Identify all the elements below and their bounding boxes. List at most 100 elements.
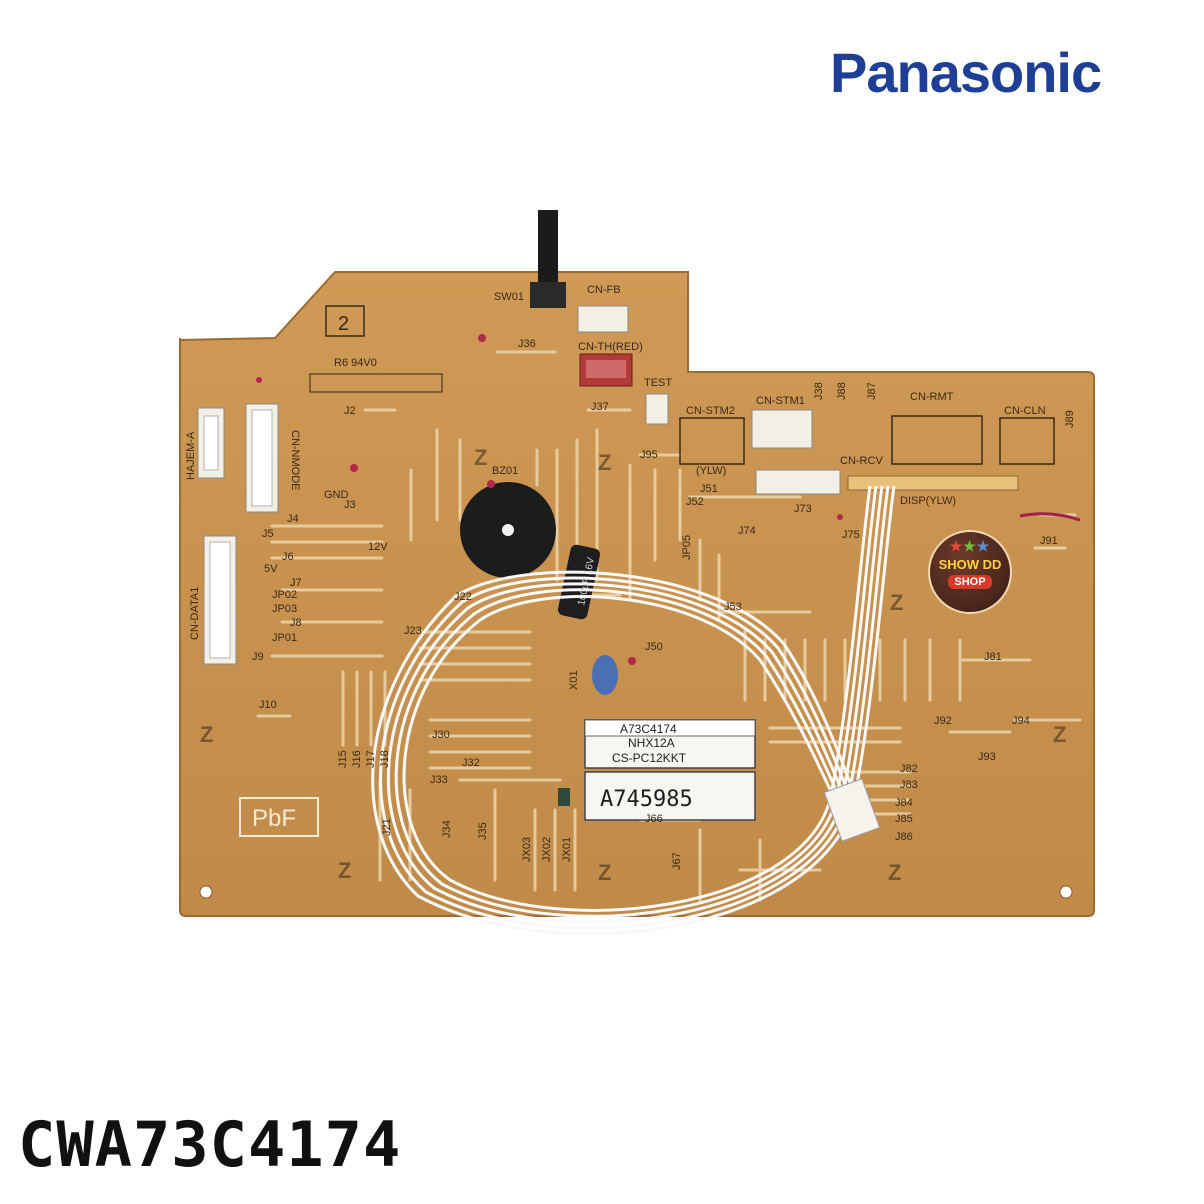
silk-box-2 xyxy=(325,305,365,337)
silk-jx01: JX01 xyxy=(561,837,573,862)
connector-test xyxy=(645,393,669,425)
mounting-hole-left xyxy=(199,885,213,899)
silk-jp02: JP02 xyxy=(272,589,297,601)
connector-cn-stm2 xyxy=(679,417,745,465)
silk-j7: J7 xyxy=(290,577,302,589)
capacitor xyxy=(557,544,601,620)
silk-j17: J17 xyxy=(365,750,377,768)
resonator-x01 xyxy=(592,655,618,695)
sticker-line3: CS-PC12KKT xyxy=(612,751,687,765)
silk-j95: J95 xyxy=(640,449,658,461)
svg-text:Z: Z xyxy=(474,445,487,470)
silk-j23: J23 xyxy=(404,625,422,637)
silk-j84: J84 xyxy=(895,797,913,809)
silk-j10: J10 xyxy=(259,699,277,711)
connector-cn-fb xyxy=(577,305,629,333)
svg-text:Z: Z xyxy=(1053,722,1066,747)
silk-j2: J2 xyxy=(344,405,356,417)
connector-cn-stm1 xyxy=(751,409,813,449)
wire-connector-end xyxy=(823,778,881,842)
silk-j36: J36 xyxy=(518,338,536,350)
silk-j67: J67 xyxy=(671,852,683,870)
silk-cn-data1: CN-DATA1 xyxy=(189,587,201,640)
silk-j34: J34 xyxy=(441,820,453,838)
silk-cn-nmode: CN-NMODE xyxy=(289,430,301,491)
silk-disp: DISP(YLW) xyxy=(900,495,956,507)
silk-j30: J30 xyxy=(432,729,450,741)
silk-cn-fb: CN-FB xyxy=(587,284,621,296)
silk-number-2: 2 xyxy=(338,313,349,335)
silk-j5: J5 xyxy=(262,528,274,540)
silk-cn-rmt: CN-RMT xyxy=(910,391,954,403)
silk-j15: J15 xyxy=(337,750,349,768)
silk-bz01: BZ01 xyxy=(492,465,518,477)
connector-cn-rmt xyxy=(891,415,983,465)
connector-cn-nmode xyxy=(245,403,279,513)
badge-line1: SHOW DD xyxy=(938,557,1002,572)
silk-j22: J22 xyxy=(454,591,472,603)
silk-sw01: SW01 xyxy=(494,291,524,303)
svg-text:Z: Z xyxy=(200,722,213,747)
silk-date-grid xyxy=(309,373,443,393)
silk-j4: J4 xyxy=(287,513,299,525)
silk-jp01: JP01 xyxy=(272,632,297,644)
silk-j82: J82 xyxy=(900,763,918,775)
mounting-hole-right xyxy=(1059,885,1073,899)
silk-pbf: PbF xyxy=(252,805,296,832)
silk-j89: J89 xyxy=(1064,410,1076,428)
svg-text:Z: Z xyxy=(890,590,903,615)
silk-j38: J38 xyxy=(813,382,825,400)
silk-x01: X01 xyxy=(568,670,580,690)
silk-jp05: JP05 xyxy=(681,535,693,560)
silk-j73: J73 xyxy=(794,503,812,515)
switch-sw01 xyxy=(530,210,566,308)
ink-dots xyxy=(256,334,843,665)
silk-jp03: JP03 xyxy=(272,603,297,615)
silk-12v: 12V xyxy=(368,541,388,553)
silk-j6: J6 xyxy=(282,551,294,563)
silk-j18: J18 xyxy=(379,750,391,768)
serial-sticker xyxy=(584,771,756,821)
silk-j83: J83 xyxy=(900,779,918,791)
silk-cn-stm1: CN-STM1 xyxy=(756,395,805,407)
badge-line2: SHOP xyxy=(948,575,992,589)
connector-cn-th xyxy=(579,353,633,387)
silk-j81: J81 xyxy=(984,651,1002,663)
silk-j16: J16 xyxy=(351,750,363,768)
brand-logo: Panasonic xyxy=(830,41,1102,104)
silk-j66: J66 xyxy=(645,813,663,825)
connector-cn-cln xyxy=(999,417,1055,465)
silk-j86: J86 xyxy=(895,831,913,843)
silk-gnd: GND xyxy=(324,489,349,501)
silk-cn-rcv: CN-RCV xyxy=(840,455,883,467)
silk-j93: J93 xyxy=(978,751,996,763)
silk-j52: J52 xyxy=(686,496,704,508)
silk-j9: J9 xyxy=(252,651,264,663)
sticker-line2: NHX12A xyxy=(628,736,675,750)
silk-j8: J8 xyxy=(290,617,302,629)
silk-cn-stm2: CN-STM2 xyxy=(686,405,735,417)
silk-5v: 5V xyxy=(264,563,278,575)
part-code: CWA73C4174 xyxy=(18,1108,402,1181)
silk-pbf-box xyxy=(239,797,319,837)
connector-cn-rcv xyxy=(755,469,841,495)
silk-j94: J94 xyxy=(1012,715,1030,727)
silk-j85: J85 xyxy=(895,813,913,825)
silk-j53: J53 xyxy=(724,601,742,613)
connector-disp xyxy=(847,475,1019,491)
svg-text:Z: Z xyxy=(598,860,611,885)
red-marker-line xyxy=(1019,512,1081,522)
silk-ylw: (YLW) xyxy=(696,465,726,477)
svg-text:Z: Z xyxy=(338,858,351,883)
silk-j74: J74 xyxy=(738,525,756,537)
silk-ul: R6 94V0 xyxy=(334,357,377,369)
svg-text:Z: Z xyxy=(888,860,901,885)
silk-cn-th: CN-TH(RED) xyxy=(578,341,643,353)
silk-test: TEST xyxy=(644,377,672,389)
shop-badge: ★★★ SHOW DD SHOP xyxy=(928,530,1012,614)
silk-j33: J33 xyxy=(430,774,448,786)
star-icons: ★★★ xyxy=(949,538,991,554)
silk-j35: J35 xyxy=(477,822,489,840)
silk-j50: J50 xyxy=(645,641,663,653)
